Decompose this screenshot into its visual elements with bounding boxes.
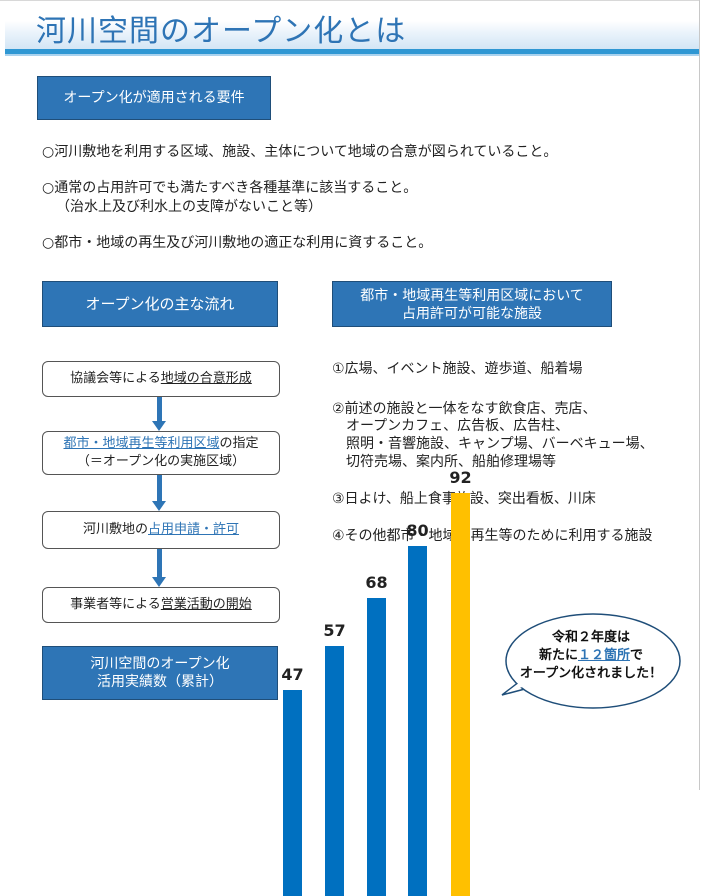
title-underline-light — [5, 54, 699, 56]
callout-line1: 令和２年度は — [551, 630, 630, 645]
flow-step-4-key: 営業活動の開始 — [160, 597, 252, 612]
flow-step-3-prefix: 河川敷地の — [82, 522, 148, 537]
flow-arrow-1 — [157, 397, 162, 422]
chart-bar-1 — [283, 690, 302, 896]
flow-step-2-suffix: の指定 — [219, 436, 259, 451]
callout-text: 令和２年度は 新たに１２箇所で オープン化されました！ — [500, 629, 682, 683]
flow-step-2-note: （＝オープン化の実施区域） — [76, 454, 246, 469]
flow-step-designation: 都市・地域再生等利用区域の指定 （＝オープン化の実施区域） — [42, 431, 280, 475]
requirement-item-1: ○河川敷地を利用する区域、施設、主体について地域の合意が図られていること。 — [42, 144, 558, 160]
occupancy-permit-link[interactable]: 占用申請・許可 — [148, 522, 240, 537]
flow-arrow-1-head — [152, 421, 166, 431]
chart-bar-2 — [325, 646, 344, 896]
page-title: 河川空間のオープン化とは — [36, 14, 407, 49]
results-heading: 河川空間のオープン化 活用実績数（累計） — [42, 646, 278, 700]
chart-value-label-1: 47 — [281, 665, 304, 685]
chart-bar-3 — [367, 598, 386, 896]
chart-value-label-2: 57 — [323, 621, 346, 641]
results-heading-line1: 河川空間のオープン化 — [90, 656, 230, 672]
flow-step-consensus: 協議会等による地域の合意形成 — [42, 361, 280, 397]
flow-step-application: 河川敷地の占用申請・許可 — [42, 511, 280, 549]
flow-arrow-2-head — [152, 501, 166, 511]
facility-item-2-line3: 照明・音響施設、キャンプ場、バーベキュー場、 — [332, 436, 654, 452]
results-heading-line2: 活用実績数（累計） — [96, 674, 223, 690]
flow-step-4-prefix: 事業者等による — [70, 597, 161, 612]
flow-arrow-2 — [157, 475, 162, 502]
utilization-area-link[interactable]: 都市・地域再生等利用区域 — [63, 436, 220, 451]
title-underline — [5, 49, 699, 54]
facility-item-1: ①広場、イベント施設、遊歩道、船着場 — [332, 361, 583, 377]
facility-item-2-line4: 切符売場、案内所、船舶修理場等 — [332, 454, 556, 470]
page-right-border — [699, 0, 700, 790]
flow-step-1-key: 地域の合意形成 — [160, 371, 252, 386]
requirement-item-3: ○都市・地域の再生及び河川敷地の適正な利用に資すること。 — [42, 235, 433, 251]
chart-bar-5 — [451, 493, 470, 896]
requirement-item-2: ○通常の占用許可でも満たすべき各種基準に該当すること。 — [42, 180, 418, 196]
flow-arrow-3 — [157, 549, 162, 578]
flow-arrow-3-head — [152, 577, 166, 587]
facility-item-2-line1: ②前述の施設と一体をなす飲食店、売店、 — [332, 401, 597, 417]
title-band — [5, 4, 699, 52]
callout-bubble — [501, 613, 681, 709]
callout-line2-prefix: 新たに — [538, 648, 578, 663]
chart-value-label-4: 80 — [406, 520, 429, 540]
callout-line3: オープン化されました！ — [519, 666, 663, 681]
chart-value-label-3: 68 — [365, 573, 388, 593]
requirements-heading: オープン化が適用される要件 — [37, 76, 271, 120]
facilities-heading: 都市・地域再生等利用区域において 占用許可が可能な施設 — [332, 281, 612, 327]
chart-bar-4 — [408, 545, 427, 896]
callout-line2-suffix: で — [630, 648, 644, 663]
flow-step-operation: 事業者等による営業活動の開始 — [42, 587, 280, 623]
requirement-item-2-note: （治水上及び利水上の支障がないこと等） — [56, 199, 322, 215]
twelve-locations-link[interactable]: １２箇所 — [577, 648, 630, 663]
page-top-border — [0, 0, 700, 1]
facility-item-4: ④その他都市・地域の再生等のために利用する施設 — [332, 528, 653, 544]
flow-step-1-prefix: 協議会等による — [70, 371, 161, 386]
facility-item-2-line2: オープンカフェ、広告板、広告柱、 — [332, 418, 570, 434]
facilities-heading-line2: 占用許可が可能な施設 — [402, 306, 542, 322]
facilities-heading-line1: 都市・地域再生等利用区域において — [360, 288, 584, 304]
chart-value-label-5: 92 — [449, 468, 472, 488]
flow-heading: オープン化の主な流れ — [42, 281, 278, 327]
